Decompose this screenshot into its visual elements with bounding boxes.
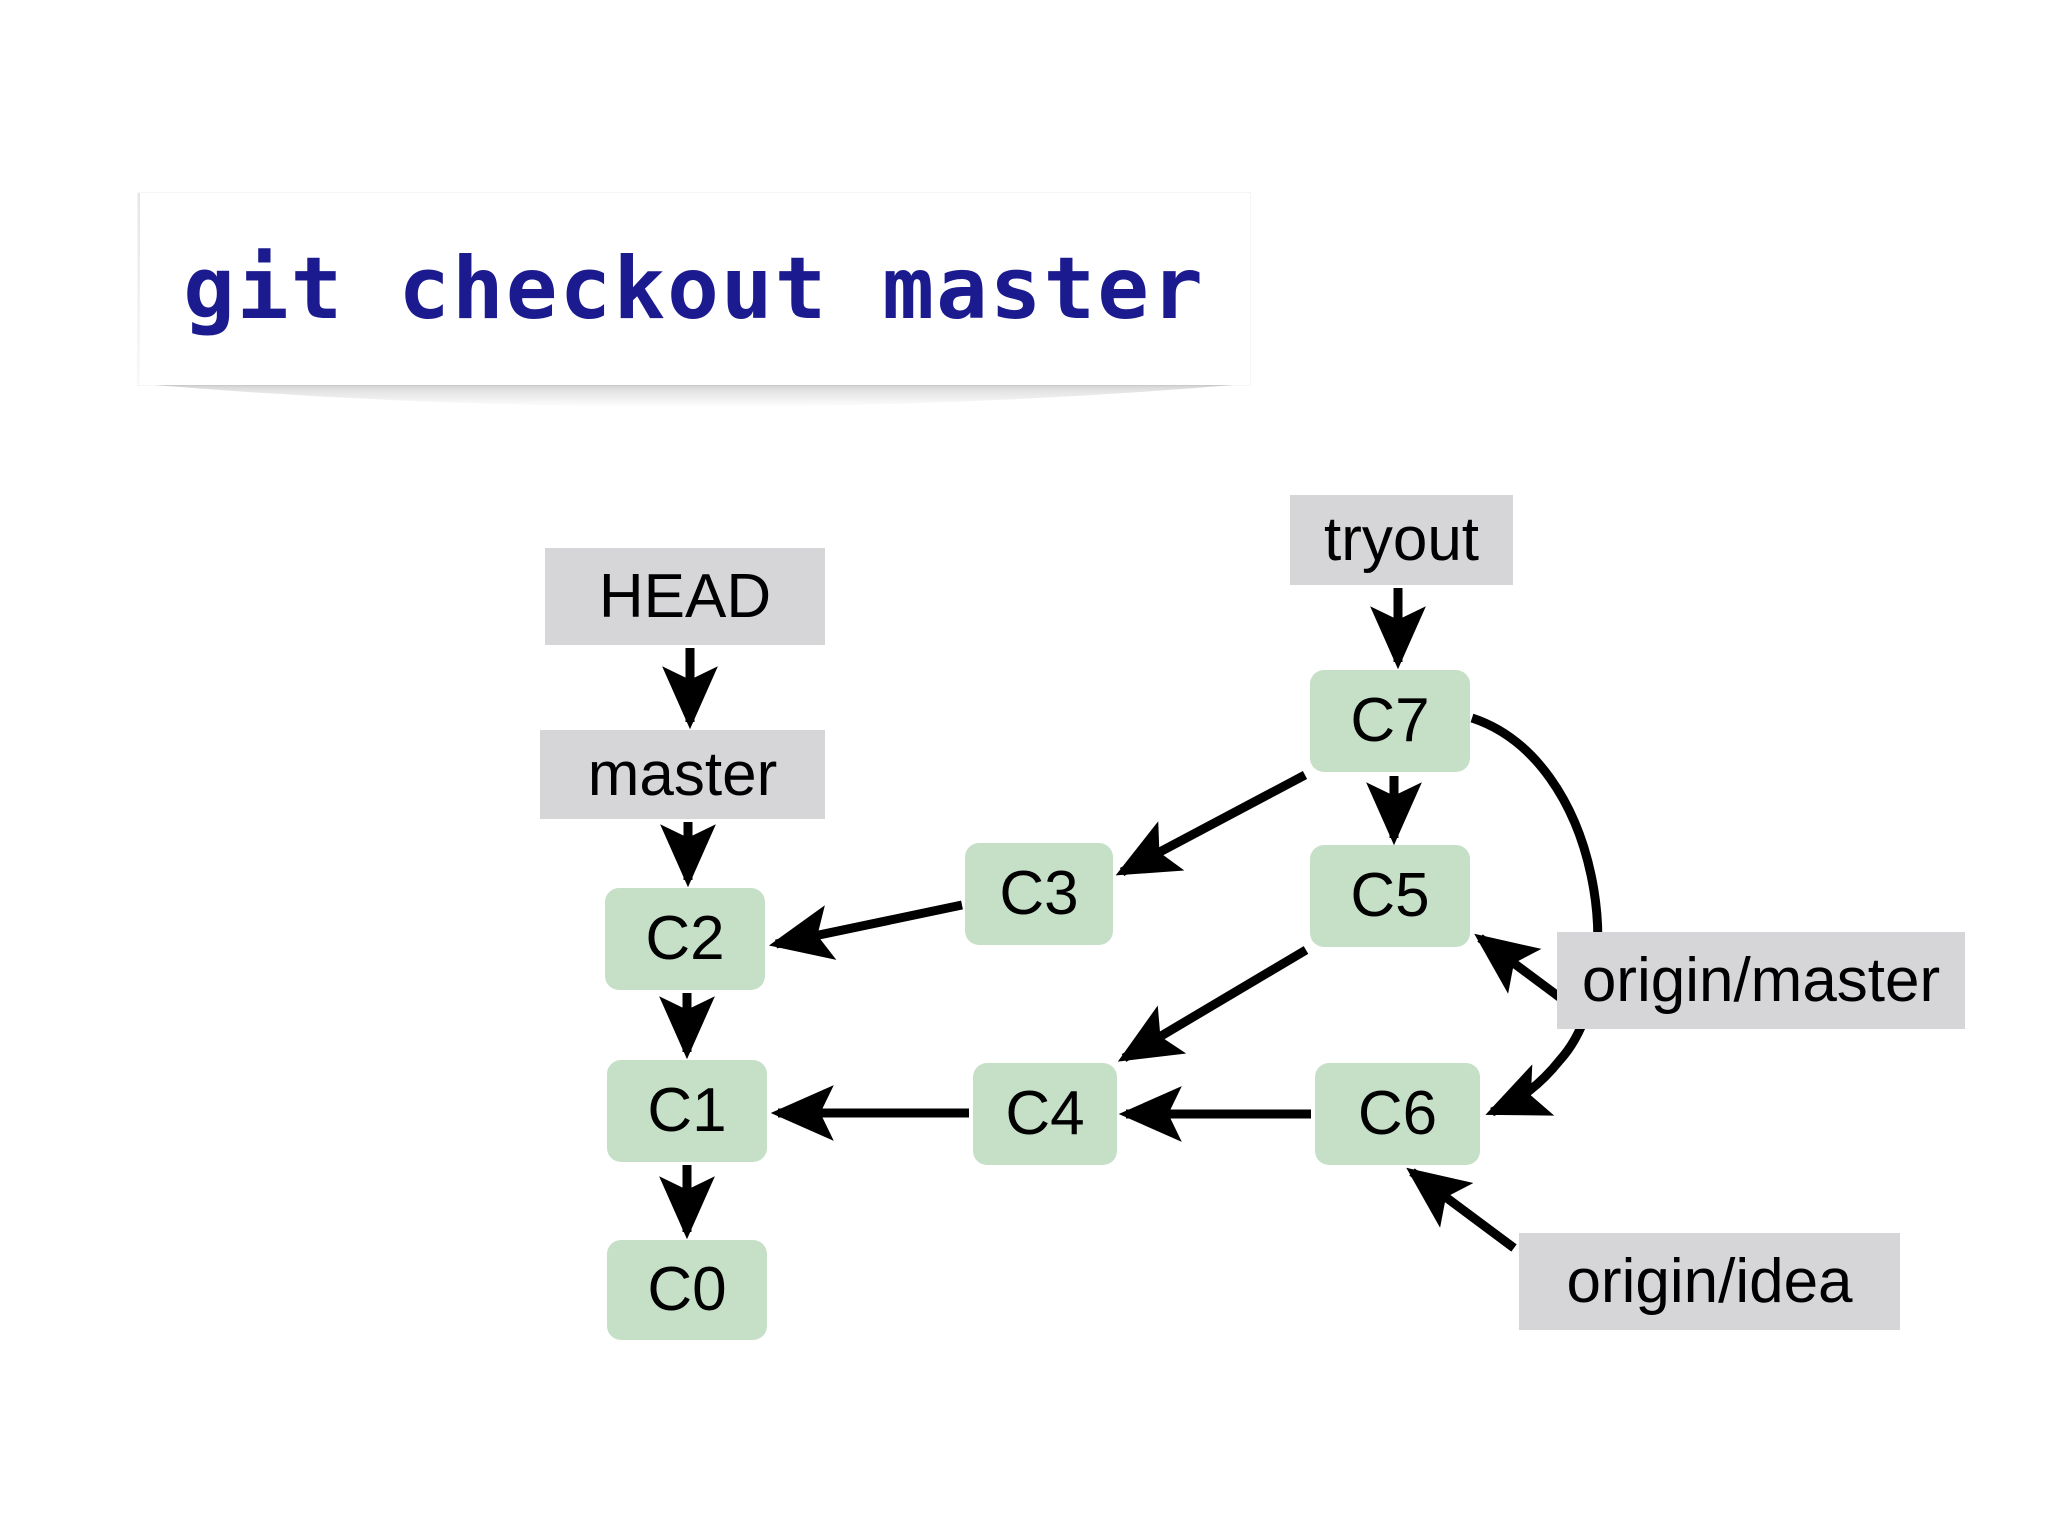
edge-origin-master-to-c5 — [1474, 933, 1569, 1006]
commit-node-c6[interactable]: C6 — [1315, 1063, 1480, 1165]
ref-label-origin-master[interactable]: origin/master — [1557, 932, 1965, 1029]
title-card — [138, 193, 1250, 385]
ref-label-head[interactable]: HEAD — [545, 548, 825, 645]
edge-c7-to-c3 — [1115, 771, 1308, 876]
ref-label-origin-idea[interactable]: origin/idea — [1519, 1233, 1900, 1330]
commit-node-c4[interactable]: C4 — [973, 1063, 1117, 1165]
edge-c5-to-c4 — [1117, 946, 1309, 1062]
commit-node-c0[interactable]: C0 — [607, 1240, 767, 1340]
commit-node-c2[interactable]: C2 — [605, 888, 765, 990]
title-command-text: git checkout master — [183, 239, 1205, 339]
edge-origin-idea-to-c6 — [1406, 1167, 1517, 1252]
commit-node-c3[interactable]: C3 — [965, 843, 1113, 945]
commit-node-c7[interactable]: C7 — [1310, 670, 1470, 772]
commit-node-c1[interactable]: C1 — [607, 1060, 767, 1162]
edge-origin-master-curve-to-c6 — [1470, 713, 1603, 1117]
ref-label-master[interactable]: master — [540, 730, 825, 819]
edge-c3-to-c2 — [768, 900, 963, 960]
commit-node-c5[interactable]: C5 — [1310, 845, 1470, 947]
ref-label-tryout[interactable]: tryout — [1290, 495, 1513, 585]
